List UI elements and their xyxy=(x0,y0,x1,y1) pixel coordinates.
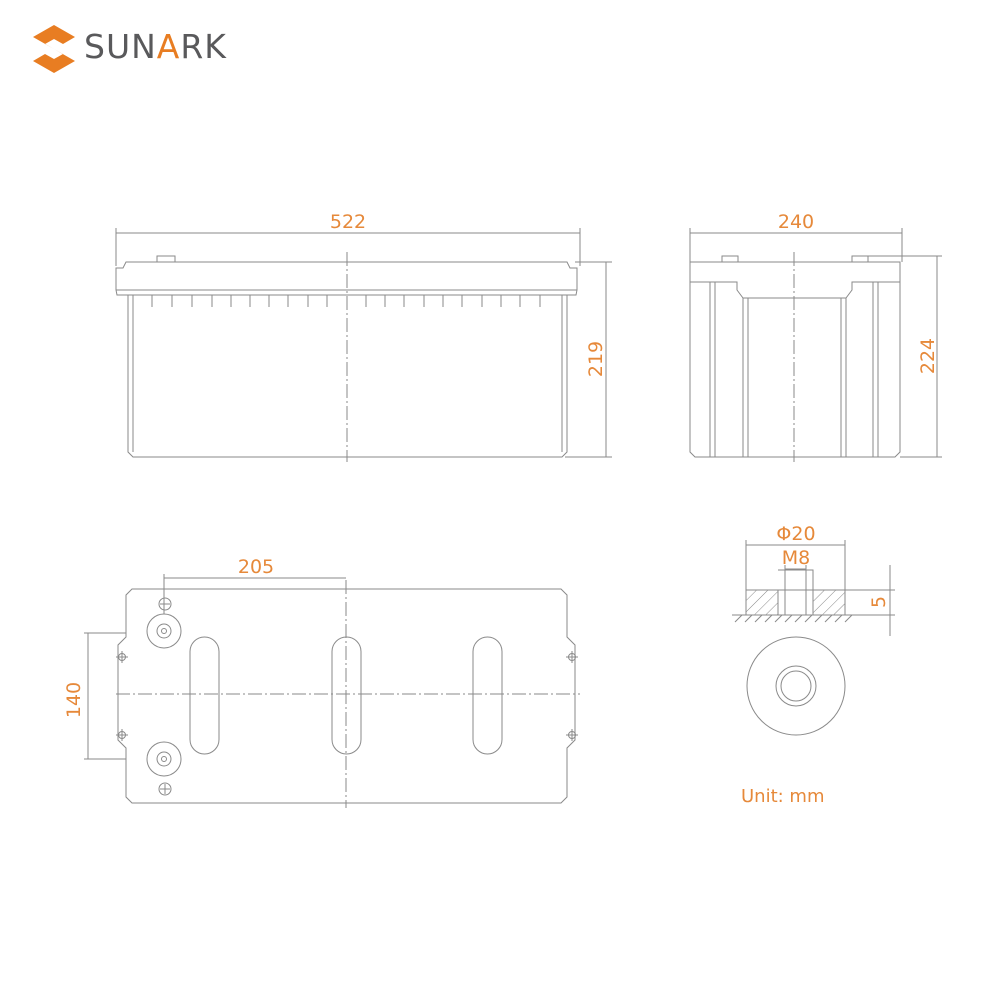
brand-name: SUNARK xyxy=(84,27,227,66)
terminal-positive xyxy=(146,597,182,649)
dim-terminal-diameter: Φ20 xyxy=(776,523,815,545)
dim-terminal-spacing: 205 xyxy=(238,556,274,578)
mount-holes xyxy=(116,651,578,741)
side-view xyxy=(689,228,942,462)
dim-mount-spacing: 140 xyxy=(63,682,85,718)
dim-front-length: 522 xyxy=(330,211,366,233)
brand-accent: A xyxy=(156,27,181,66)
brand-prefix: SUN xyxy=(84,27,157,66)
dim-terminal-depth: 5 xyxy=(868,596,890,608)
unit-label: Unit: mm xyxy=(741,786,825,807)
terminal-detail-top xyxy=(746,636,846,736)
dim-side-height: 224 xyxy=(917,338,939,374)
front-ribs xyxy=(151,295,541,307)
front-view xyxy=(115,228,612,462)
top-view xyxy=(84,574,580,808)
sunark-logo-icon xyxy=(33,25,75,73)
terminal-negative xyxy=(146,741,182,796)
brand-suffix: RK xyxy=(180,27,227,66)
dim-side-width: 240 xyxy=(778,211,814,233)
terminal-detail-section xyxy=(732,540,895,636)
dim-thread: M8 xyxy=(782,547,810,569)
brand-logo xyxy=(28,22,248,76)
dim-front-height: 219 xyxy=(585,341,607,377)
